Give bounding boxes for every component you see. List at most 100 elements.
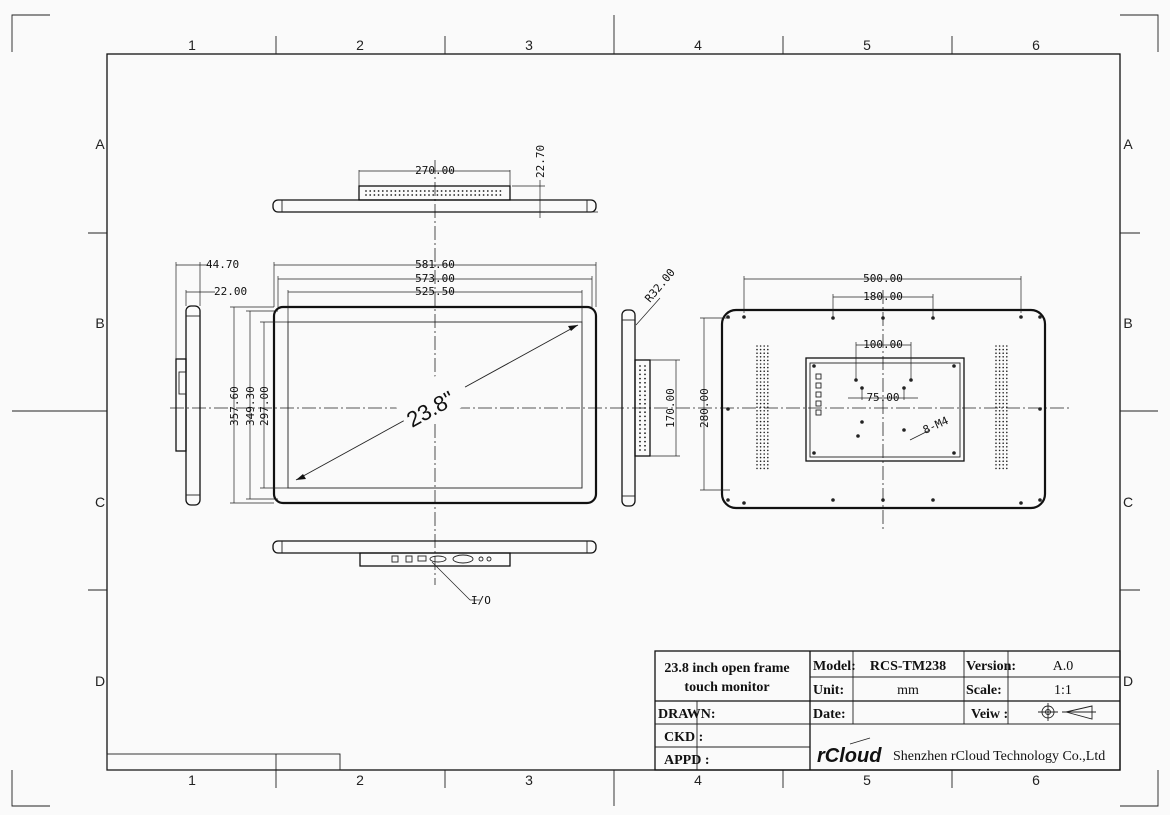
vent-dot bbox=[995, 446, 997, 448]
vent-dot bbox=[998, 384, 1001, 387]
model-label: Model: bbox=[813, 659, 856, 674]
vent-dot bbox=[998, 442, 1001, 445]
vent-dot bbox=[767, 395, 769, 398]
vent-dot bbox=[767, 413, 769, 416]
vent-dot bbox=[759, 438, 762, 441]
unit-value: mm bbox=[897, 683, 919, 698]
vent-dot bbox=[402, 194, 405, 196]
vent-dot bbox=[763, 388, 765, 391]
vent-dot bbox=[759, 464, 762, 466]
vent-dot bbox=[1002, 359, 1004, 362]
vent-dot bbox=[767, 456, 769, 459]
vent-dot bbox=[759, 413, 762, 416]
vent-dot bbox=[995, 410, 997, 412]
dim-overall-height: 357.60 bbox=[228, 386, 241, 426]
vent-dot bbox=[998, 413, 1001, 416]
vent-dot bbox=[639, 440, 641, 443]
vent-dot bbox=[759, 363, 762, 365]
vent-dot bbox=[759, 449, 762, 452]
mounting-hole bbox=[831, 498, 835, 502]
vent-dot bbox=[759, 406, 762, 409]
vent-dot bbox=[639, 432, 641, 435]
vent-dot bbox=[756, 431, 758, 434]
vent-dot bbox=[998, 406, 1001, 409]
vent-dot bbox=[763, 363, 765, 365]
vent-dot bbox=[998, 438, 1001, 441]
vent-dot bbox=[1006, 467, 1008, 470]
vent-dot bbox=[767, 420, 769, 423]
vent-dot bbox=[998, 431, 1001, 434]
view-label: Veiw : bbox=[971, 707, 1008, 722]
vent-dot bbox=[995, 428, 997, 430]
vent-dot bbox=[1002, 467, 1004, 470]
front-view: 23.8" 581.60 573.00 525.50 357.60 349.30… bbox=[228, 258, 598, 505]
vent-dot bbox=[1006, 356, 1008, 358]
vent-dot bbox=[756, 352, 758, 355]
vent-dot bbox=[998, 456, 1001, 459]
vent-dot bbox=[457, 194, 460, 196]
vent-dot bbox=[407, 194, 409, 196]
vent-dot bbox=[461, 190, 464, 192]
vent-dot bbox=[1002, 424, 1004, 427]
vent-dot bbox=[998, 410, 1001, 412]
drawn-label: DRAWN: bbox=[658, 707, 716, 722]
vent-dot bbox=[1006, 402, 1008, 405]
vent-dot bbox=[639, 423, 641, 426]
vent-dot bbox=[763, 456, 765, 459]
vent-dot bbox=[402, 190, 405, 192]
vent-dot bbox=[756, 438, 758, 441]
zone-row-d-right: D bbox=[1123, 673, 1133, 689]
vent-dot bbox=[995, 356, 997, 358]
vent-dot bbox=[639, 390, 641, 393]
center-lines bbox=[170, 160, 1070, 585]
vent-dot bbox=[428, 190, 430, 192]
vent-dot bbox=[491, 190, 493, 192]
vent-dot bbox=[756, 435, 758, 437]
vent-dot bbox=[767, 348, 769, 351]
mounting-hole bbox=[1038, 315, 1042, 319]
vent-dot bbox=[465, 194, 468, 196]
dim-active-width: 525.50 bbox=[415, 285, 455, 298]
vent-dot bbox=[756, 424, 758, 427]
vent-dot bbox=[763, 435, 765, 437]
vent-dot bbox=[398, 190, 401, 192]
vent-dot bbox=[763, 460, 765, 463]
vent-dot bbox=[644, 398, 646, 401]
vent-dot bbox=[377, 194, 380, 196]
vent-dot bbox=[759, 420, 762, 423]
vent-dot bbox=[449, 194, 451, 196]
vent-dot bbox=[1002, 460, 1004, 463]
ckd-label: CKD : bbox=[664, 730, 703, 745]
vent-dot bbox=[995, 424, 997, 427]
vent-dot bbox=[756, 345, 758, 347]
vent-dot bbox=[1006, 453, 1008, 455]
vent-dot bbox=[444, 194, 447, 196]
vent-dot bbox=[1006, 456, 1008, 459]
mounting-hole bbox=[1038, 498, 1042, 502]
unit-label: Unit: bbox=[813, 683, 844, 698]
vent-dot bbox=[482, 190, 485, 192]
date-label: Date: bbox=[813, 707, 846, 722]
vent-dot bbox=[1002, 435, 1004, 437]
zone-row-c-right: C bbox=[1123, 494, 1133, 510]
vent-dot bbox=[995, 442, 997, 445]
vent-dot bbox=[756, 359, 758, 362]
mounting-hole bbox=[881, 316, 885, 320]
vent-dot bbox=[644, 373, 646, 376]
vent-dot bbox=[407, 190, 409, 192]
vent-dot bbox=[1006, 363, 1008, 365]
vent-dot bbox=[1002, 366, 1004, 369]
vent-dot bbox=[444, 190, 447, 192]
company-name: Shenzhen rCloud Technology Co.,Ltd bbox=[893, 749, 1105, 764]
vent-dot bbox=[995, 366, 997, 369]
vent-dot bbox=[763, 431, 765, 434]
zone-col-3-bottom: 3 bbox=[525, 772, 533, 788]
scale-value: 1:1 bbox=[1054, 683, 1072, 698]
zone-row-a-left: A bbox=[95, 136, 105, 152]
vent-dot bbox=[394, 190, 397, 192]
vent-dot bbox=[756, 388, 758, 391]
vent-dot bbox=[759, 453, 762, 455]
vent-dot bbox=[759, 370, 762, 373]
vent-dot bbox=[759, 399, 762, 401]
